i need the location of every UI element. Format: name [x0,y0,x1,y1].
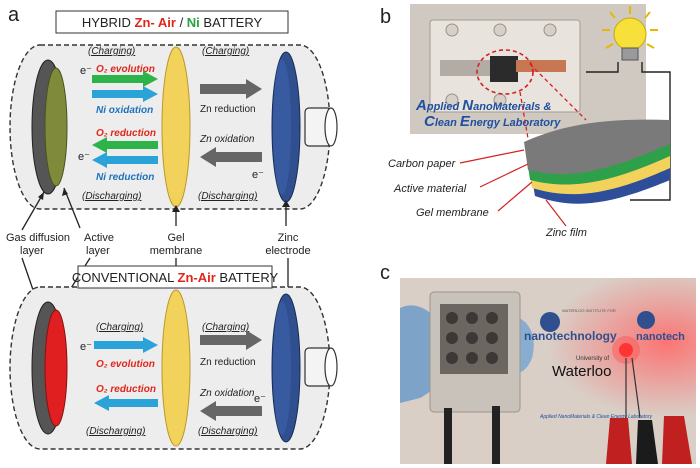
active-layer-label-2: layer [86,245,110,257]
active-material-label: Active material [393,183,467,195]
conv-discharging-right: (Discharging) [198,426,257,437]
univ-of-text: University of [576,356,609,362]
carbon-paper-layer [524,119,670,175]
conv-electron-top: e⁻ [80,341,92,353]
panel-a-letter: a [8,4,20,26]
ni-oxidation-label: Ni oxidation [96,105,153,116]
hybrid-battery: (Charging) e⁻ O₂ evolution Ni oxidation … [9,44,338,210]
light-bulb-icon [602,6,658,61]
hybrid-charging-left: (Charging) [88,46,135,57]
layer-stack [524,119,670,204]
gel-membrane-label: Gel [167,232,184,244]
panel-a-diagram: (Charging) e⁻ O₂ evolution Ni oxidation … [6,10,338,450]
conv-o2-evolution-label: O₂ evolution [96,359,155,370]
hybrid-zn-reduction-arrow [200,79,262,99]
hybrid-gel-membrane [161,46,191,208]
conv-title-box [77,265,273,289]
hybrid-charging-right: (Charging) [202,46,249,57]
conv-zn-reduction-arrow [200,330,262,350]
o2-evolution-label: O₂ evolution [96,64,155,75]
waterloo-text: Waterloo [552,363,611,380]
clip-left [444,408,452,464]
gel-membrane-film-label: Gel membrane [416,207,489,219]
ni-reduction-arrow [92,152,158,168]
panel-c-letter: c [380,262,390,284]
gas-diffusion-label: Gas diffusion [6,232,70,244]
hybrid-discharging-right: (Discharging) [198,191,257,202]
hybrid-title-box [55,10,289,34]
hybrid-active-layer [44,67,68,187]
zinc-electrode-label-2: electrode [265,245,310,257]
zoom-circle [476,49,534,95]
conv-charging-right: (Charging) [202,322,249,333]
conv-discharging-left: (Discharging) [86,426,145,437]
hybrid-title: HYBRID Zn- Air / Ni BATTERY [82,15,263,30]
conv-o2-reduction-arrow [94,395,158,411]
active-layer-label: Active [84,232,114,244]
o2-evolution-arrow [92,71,158,87]
conventional-battery: (Charging) e⁻ O₂ evolution O₂ reduction … [9,286,338,450]
conv-zn-oxidation-arrow [200,401,262,421]
conv-active-layer [44,309,68,427]
conv-zn-reduction-label: Zn reduction [200,357,256,368]
lab-logo-small: Applied NanoMaterials & Clean Energy Lab… [539,414,653,420]
alligator-clip-black [636,420,658,464]
logo-line-1: Applied NanoMaterials & [415,97,551,114]
o2-reduction-label: O₂ reduction [96,128,156,139]
conv-o2-evolution-arrow [94,337,158,353]
logo-line-2: Clean Energy Laboratory [424,113,561,130]
conv-charging-left: (Charging) [96,322,143,333]
o2-reduction-arrow [92,137,158,153]
hybrid-zn-oxidation-arrow [200,147,262,167]
gel-membrane-label-2: membrane [150,245,203,257]
hybrid-electron-right: e⁻ [252,169,264,181]
hybrid-discharging-left: (Discharging) [82,191,141,202]
zinc-film-label: Zinc film [545,227,587,239]
conv-zn-oxidation-label: Zn oxidation [199,388,255,399]
hybrid-electron-top: e⁻ [80,65,92,77]
hybrid-electron-left: e⁻ [78,151,90,163]
zinc-electrode-label: Zinc [278,232,299,244]
panel-b-figure: Applied NanoMaterials & Clean Energy Lab… [388,4,671,239]
panel-b-letter: b [380,6,392,28]
nano-right-text: nanotech [636,331,685,343]
ni-oxidation-arrow [92,86,158,102]
hybrid-zn-reduction-label: Zn reduction [200,104,256,115]
waterloo-inst-text: WATERLOO INSTITUTE FOR [562,308,616,313]
alligator-clip-red-2 [662,416,692,464]
conv-gel-membrane [161,289,191,447]
ni-reduction-label: Ni reduction [96,172,154,183]
alligator-clip-red-1 [606,418,632,464]
carbon-paper-label: Carbon paper [388,158,457,170]
clip-middle [492,406,500,464]
panel-c-photo: WATERLOO INSTITUTE FOR nanotechnology Un… [400,278,696,464]
conv-title: CONVENTIONAL Zn-Air BATTERY [72,270,279,285]
circuit-wire [586,62,671,201]
hybrid-zn-oxidation-label: Zn oxidation [199,134,255,145]
led-icon [619,343,633,357]
gas-diffusion-label-2: layer [20,245,44,257]
conv-electron-right: e⁻ [254,393,266,405]
component-labels: Gas diffusion layer Active layer Gel mem… [6,187,311,313]
conv-o2-reduction-label: O₂ reduction [96,384,156,395]
nano-logo-text: nanotechnology [524,329,617,343]
